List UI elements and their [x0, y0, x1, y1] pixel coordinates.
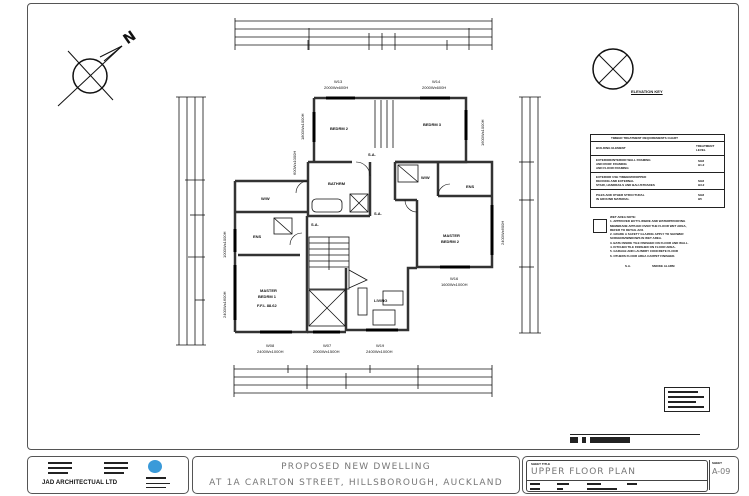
chart-row1-element: EXTERIOR/INTERIOR WALL FRAMING — [596, 158, 651, 162]
room-label-ww-right: W/W — [421, 175, 430, 180]
window-size-w19: 2400Wx1000H — [366, 349, 393, 354]
wet-area-note: 4. KITCHEN TILE FINISHED ON FLOOR AREA. — [610, 245, 676, 250]
revision-block — [570, 434, 700, 443]
sheet-title-label: SHEET TITLE — [531, 462, 551, 466]
chart-title: TIMBER TREATMENT REQUIREMENTS CHART — [611, 136, 678, 140]
timber-treatment-chart: TIMBER TREATMENT REQUIREMENTS CHART BUIL… — [590, 134, 725, 208]
chart-row1-element-3: AND FLOOR FRAMING — [596, 166, 629, 170]
wet-area-note: 5. GARAGE AND LAUNDRY CONCRETE FLOOR — [610, 249, 679, 254]
window-size-w07: 2000Wx1500H — [313, 349, 340, 354]
chart-header-level: TREATMENT LEVEL — [696, 144, 715, 152]
room-label-bedrm2: BEDRM 2 — [330, 126, 349, 131]
room-label-master2-bedrm: BEDRM 2 — [441, 239, 460, 244]
smoke-alarm-legend-symbol: S.A. — [625, 264, 631, 268]
window-label-w14: W14 — [432, 79, 441, 84]
drawing-border — [27, 3, 739, 450]
firm-name: JAD ARCHITECTUAL LTD — [42, 480, 118, 486]
window-label-w07: W07 — [323, 343, 332, 348]
chart-row2-level: SG8 — [698, 179, 705, 183]
wet-area-note: 3. BATH INSIDE TILE FINISHED ON FLOOR AN… — [610, 240, 689, 245]
doors — [289, 161, 451, 246]
sheet-number-box: SHEET A-09 — [709, 460, 736, 490]
north-arrow-icon — [57, 45, 123, 107]
chart-row2-element-2: DECKING AND EXTERNAL — [596, 179, 635, 183]
window-label-w09: 2400Wx1600H — [222, 291, 227, 318]
project-title-block: PROPOSED NEW DWELLING AT 1A CARLTON STRE… — [192, 456, 520, 494]
chart-row3-element-2: IN GROUND MATERIAL — [596, 197, 630, 201]
smoke-alarm-marker: S.A. — [311, 222, 319, 227]
sheet-no-label: SHEET — [712, 461, 723, 465]
wet-area-title: WET AREA NOTE: — [610, 215, 636, 219]
wardrobes — [374, 100, 394, 148]
room-label-master2: MASTER — [443, 233, 460, 238]
sheet-title-block: SHEET TITLE UPPER FLOOR PLAN SHEET A-09 — [522, 456, 739, 494]
chart-row2-element-3: STAIR, HANDRAILS AND BALUSTRADES — [596, 183, 655, 187]
window-label-w19: W19 — [376, 343, 385, 348]
sheet-number: A-09 — [712, 467, 731, 476]
wet-area-note: MEMBRANE APPLIED OVER THE FLOOR WET AREA… — [610, 223, 687, 228]
window-size-w08: 2400Wx1000H — [257, 349, 284, 354]
smoke-alarm-legend-label: SMOKE ALARM — [652, 264, 675, 268]
room-label-ens-left: ENS — [253, 234, 262, 239]
top-dimensions — [234, 18, 493, 50]
room-label-master1: MASTER — [260, 288, 277, 293]
chart-row3-level-2: H5 — [698, 197, 702, 201]
sheet-title: UPPER FLOOR PLAN — [531, 467, 636, 477]
room-label-living: LIVING — [374, 298, 388, 303]
wet-area-notes: WET AREA NOTE: 1. APPROVED BUTYL/FIBRE A… — [610, 215, 740, 258]
room-label-ens-right: ENS — [466, 184, 475, 189]
wet-area-symbol-icon — [593, 219, 607, 233]
chart-row1-level: SG8 — [698, 159, 705, 163]
window-label-w11: 600Wx1000H — [292, 150, 297, 175]
wet-area-note: 1. APPROVED BUTYL/FIBRE AND WATERPROOFIN… — [610, 219, 686, 224]
window-size-w14: 2000Wx600H — [422, 85, 447, 90]
window-label-w16: W16 — [450, 276, 459, 281]
elevation-key-label: ELEVATION KEY — [631, 89, 663, 94]
window-size-w16: 1600Wx1000H — [441, 282, 468, 287]
right-dimensions — [519, 96, 541, 334]
window-size-w13: 2000Wx600H — [324, 85, 349, 90]
chart-row1-level-2: H1.2 — [698, 163, 705, 167]
project-title-line2: AT 1A CARLTON STREET, HILLSBOROUGH, AUCK… — [209, 478, 503, 488]
window-label-w08: W08 — [266, 343, 275, 348]
smoke-alarm-marker: S.A. — [374, 211, 382, 216]
stamp-box — [664, 387, 710, 412]
chart-header-element: BUILDING ELEMENT — [596, 146, 626, 150]
wet-area-note: 6. OTHERS FLOOR AREA CARPET FINISHED. — [610, 253, 676, 258]
chart-row1-element-2: AND ROOF FRAMING — [596, 162, 627, 166]
fixtures — [273, 164, 419, 326]
window-label-w10: 1000Wx1000H — [222, 231, 227, 258]
smoke-alarm-marker: S.A. — [368, 152, 376, 157]
project-title-line1: PROPOSED NEW DWELLING — [281, 462, 431, 472]
wet-area-note: SCREENS/WINDOWS IN WET AREA. — [610, 236, 662, 241]
windows — [233, 96, 494, 334]
floor-level-label: F.F.L 88.62 — [257, 303, 277, 308]
chart-row2-element: EXTERIOR USE TIMBER/DROPPED — [596, 175, 647, 179]
room-label-ww-left: W/W — [261, 196, 270, 201]
chart-row2-level-2: H3.2 — [698, 183, 705, 187]
wet-area-note: 2. GRADE A SAFETY GLAZING APPLY TO SHOWE… — [610, 232, 684, 237]
window-label-w13: W13 — [334, 79, 343, 84]
room-label-bedrm3: BEDRM 3 — [423, 122, 442, 127]
stairs — [308, 236, 368, 327]
chart-row3-element: PILES AND OTHER STRUCTURAL — [596, 193, 645, 197]
window-label-w17: 2400Wx600H — [500, 220, 505, 245]
firm-logo-icon — [148, 460, 162, 473]
wet-area-note: REFER TO DETAIL A/01 — [610, 227, 644, 232]
chart-row3-level: SG8 — [698, 193, 705, 197]
room-label-bathrm: BATHRM — [328, 181, 346, 186]
firm-title-block: JAD ARCHITECTUAL LTD — [27, 456, 189, 494]
elevation-key-icon — [592, 48, 634, 90]
bottom-dimensions — [233, 365, 493, 397]
window-label-w12: 1800Wx1000H — [300, 113, 305, 140]
room-label-master1-bedrm: BEDRM 1 — [258, 294, 277, 299]
left-dimensions — [176, 96, 206, 346]
window-label-w15: 1600Wx1000H — [480, 119, 485, 146]
